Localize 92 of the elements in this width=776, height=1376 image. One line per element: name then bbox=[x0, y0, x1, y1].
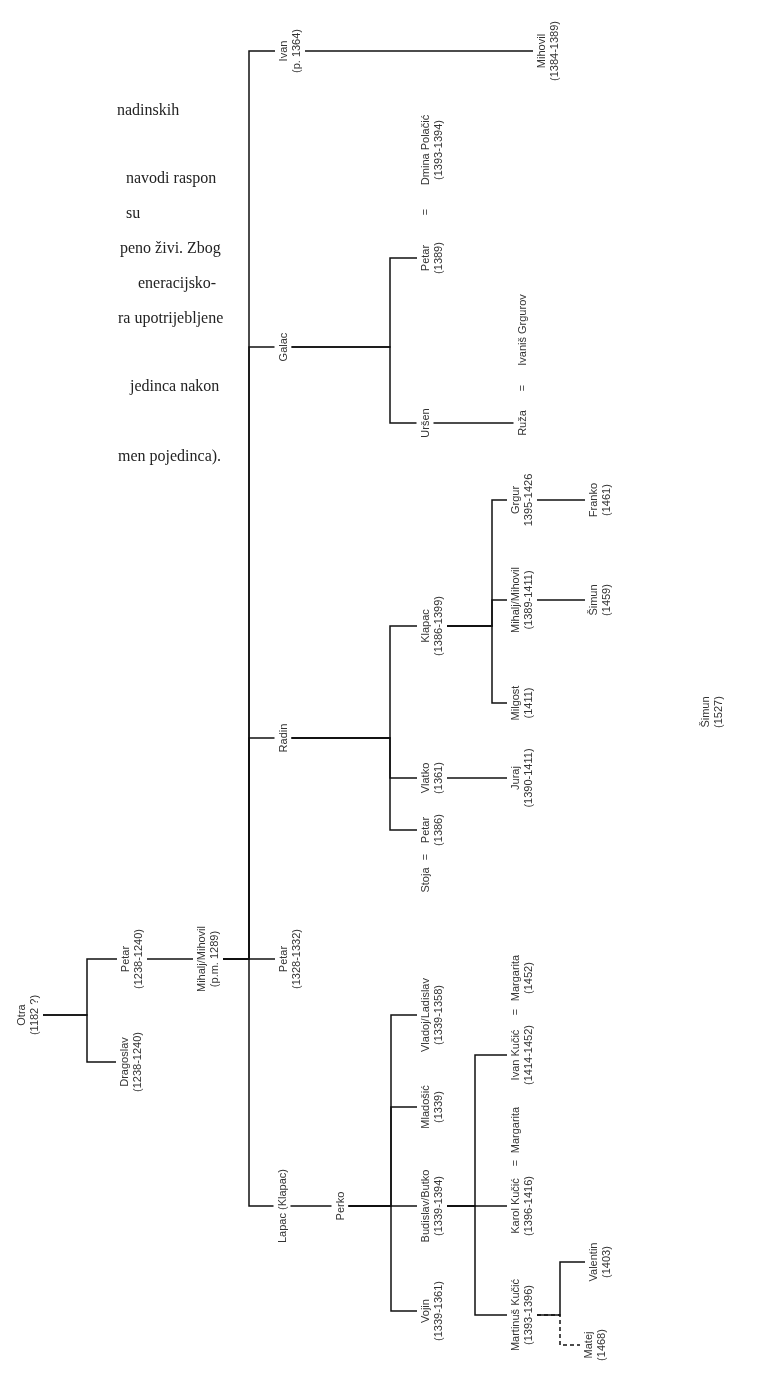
tree-line bbox=[536, 599, 586, 601]
text-fragment: jedinca nakon bbox=[130, 376, 220, 396]
spouse-name: Stoja bbox=[418, 866, 432, 895]
life-dates: (1414-1452) bbox=[522, 1025, 535, 1085]
marriage-sign: = bbox=[418, 853, 432, 861]
person-name: Petar bbox=[277, 944, 290, 975]
life-dates: (1182 ?) bbox=[28, 994, 41, 1036]
person-name: Dragoslav bbox=[118, 1036, 131, 1089]
tree-line bbox=[146, 958, 194, 960]
text-fragment: peno živi. Zbog bbox=[120, 238, 221, 258]
text-fragment: navodi raspon bbox=[126, 168, 217, 188]
person-name: Valentin bbox=[587, 1242, 600, 1282]
person-name: Perko bbox=[333, 1191, 347, 1221]
life-dates: (1384-1389) bbox=[548, 21, 561, 81]
person-name: Vladoj/Ladislav bbox=[419, 978, 432, 1052]
text-fragment: ra upotrijebljene bbox=[118, 308, 224, 328]
life-dates: (1396-1416) bbox=[522, 1176, 535, 1236]
person-name: Lapac (Klapac) bbox=[275, 1169, 289, 1243]
life-dates: (1328-1332) bbox=[290, 929, 303, 989]
life-dates: (1390-1411) bbox=[522, 748, 535, 808]
life-dates: (1386) bbox=[432, 814, 445, 846]
spouse-name: Ivaniš Grgurov bbox=[515, 293, 529, 368]
tree-line bbox=[347, 1205, 418, 1312]
marriage-sign: = bbox=[508, 1159, 522, 1167]
person-name: Mladošić bbox=[419, 1085, 432, 1129]
marriage-sign: = bbox=[508, 1008, 522, 1016]
life-dates: (p.m. 1289) bbox=[208, 929, 221, 990]
tree-line bbox=[536, 1314, 581, 1346]
person-name: Franko bbox=[587, 482, 600, 518]
text-fragment: eneracijsko- bbox=[138, 273, 217, 293]
person-name: Galac bbox=[276, 332, 290, 362]
life-dates: (1238-1240) bbox=[132, 929, 145, 989]
person-name: Milgost bbox=[509, 685, 522, 721]
person-name: Matej bbox=[582, 1330, 595, 1361]
tree-line bbox=[290, 346, 418, 424]
person-name: Ruža bbox=[515, 410, 529, 436]
text-fragment: su bbox=[126, 203, 141, 223]
person-name: Ivan Kučić bbox=[509, 1028, 522, 1083]
life-dates: 1395-1426 bbox=[522, 473, 535, 527]
marriage-sign: = bbox=[515, 384, 529, 392]
tree-line bbox=[446, 625, 508, 704]
person-name: Petar bbox=[119, 944, 132, 975]
tree-line bbox=[446, 1205, 508, 1316]
person-name: Vlatko bbox=[419, 762, 432, 794]
text-fragment: nadinskih bbox=[117, 100, 180, 120]
person-name: Ivan bbox=[277, 39, 290, 64]
life-dates: (1238-1240) bbox=[131, 1032, 144, 1092]
tree-line bbox=[42, 1014, 117, 1063]
life-dates: (1389-1411) bbox=[522, 569, 535, 632]
tree-line bbox=[536, 499, 586, 501]
person-name: Karol Kučić bbox=[509, 1177, 522, 1236]
person-name: Klapac bbox=[419, 608, 432, 645]
spouse-name: Margarita bbox=[508, 1105, 522, 1156]
person-name: Petar bbox=[419, 243, 432, 274]
tree-line bbox=[290, 737, 418, 831]
life-dates: (1339-1361) bbox=[432, 1281, 445, 1341]
person-name: Vojin bbox=[419, 1298, 432, 1325]
spouse-name: Dmina Polačić (1393-1394) bbox=[419, 113, 445, 188]
person-name: Mihovil bbox=[535, 32, 548, 71]
life-dates: (1339-1358) bbox=[432, 984, 445, 1047]
tree-line bbox=[222, 958, 275, 1207]
person-name: Šimun bbox=[587, 584, 600, 616]
life-dates: (1468) bbox=[595, 1329, 608, 1361]
person-name: Budislav/Butko bbox=[419, 1169, 432, 1243]
tree-line bbox=[432, 422, 515, 424]
person-name: Šimun (1527) bbox=[699, 695, 725, 730]
tree-line bbox=[304, 50, 534, 52]
life-dates: (p. 1364) bbox=[290, 29, 303, 73]
person-name: Petar bbox=[419, 815, 432, 846]
person-name: Martinuš Kučić bbox=[509, 1278, 522, 1352]
tree-line bbox=[289, 1205, 333, 1207]
person-name: Grgur bbox=[509, 484, 522, 517]
spouse-name: Margarita (1452) bbox=[509, 953, 535, 1004]
marriage-sign: = bbox=[418, 208, 432, 216]
person-name: Mihalj/Mihovil bbox=[195, 926, 208, 992]
life-dates: (1386-1399) bbox=[432, 596, 445, 656]
life-dates: (1339-1394) bbox=[432, 1175, 445, 1238]
life-dates: (1361) bbox=[432, 762, 445, 794]
life-dates: (1459) bbox=[600, 584, 613, 616]
person-name: Otra bbox=[15, 1003, 28, 1028]
life-dates: (1389) bbox=[432, 242, 445, 274]
text-fragment: men pojedinca). bbox=[118, 446, 222, 466]
person-name: Uršen bbox=[418, 408, 432, 438]
life-dates: (1339) bbox=[432, 1090, 445, 1125]
tree-line bbox=[446, 777, 508, 779]
life-dates: (1393-1396) bbox=[522, 1284, 535, 1347]
life-dates: (1403) bbox=[600, 1245, 613, 1280]
person-name: Mihalj/Mihovil bbox=[509, 567, 522, 633]
person-name: Radin bbox=[276, 723, 290, 753]
person-name: Juraj bbox=[509, 765, 522, 792]
life-dates: (1411) bbox=[522, 686, 535, 721]
life-dates: (1461) bbox=[600, 483, 613, 518]
